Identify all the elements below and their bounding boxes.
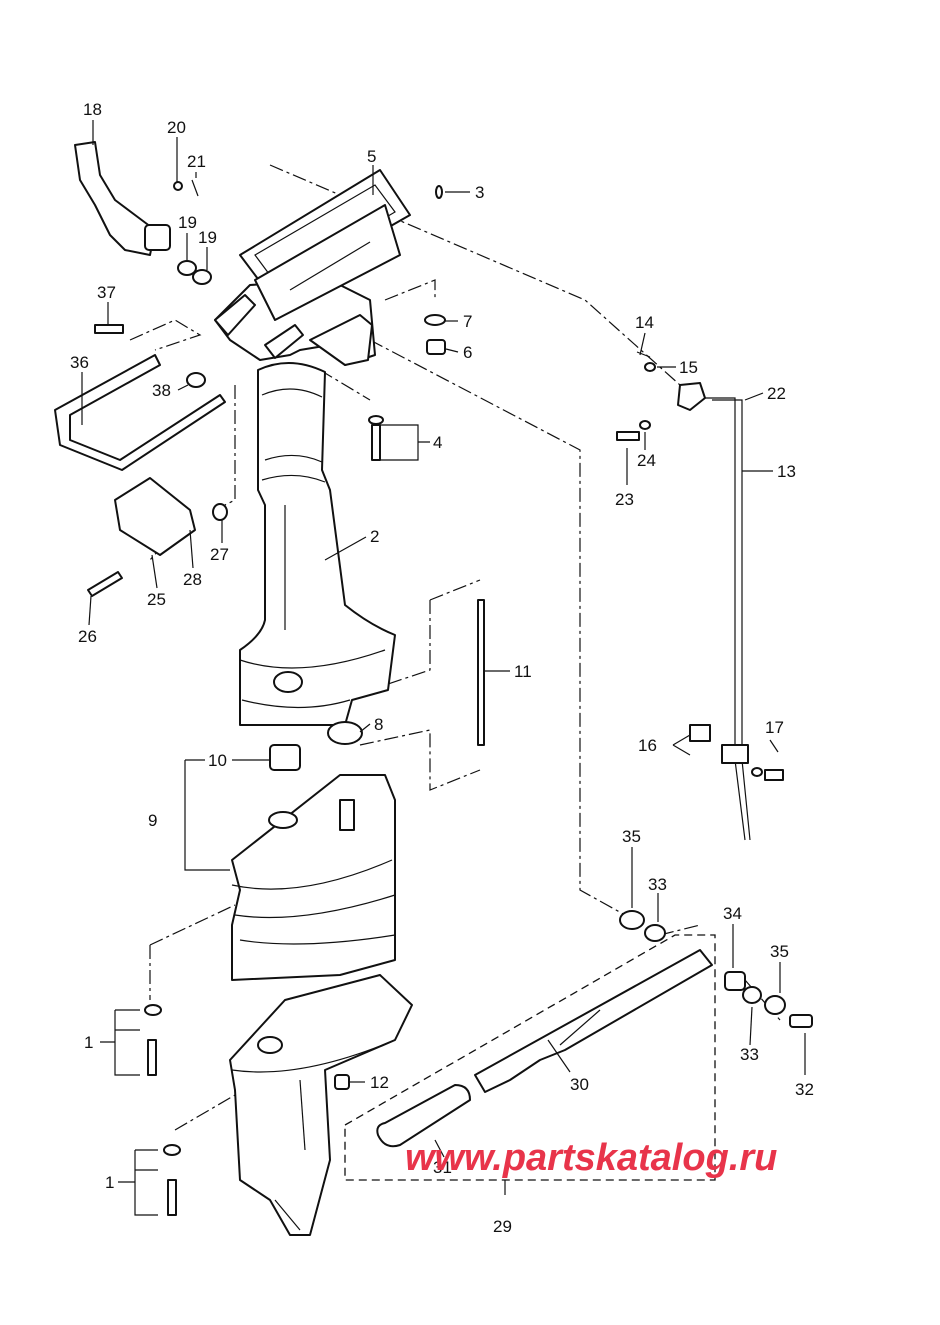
callout-13: 13 <box>777 462 796 481</box>
callout-25: 25 <box>147 590 166 609</box>
tiller-handle <box>376 910 813 1148</box>
callout-9: 9 <box>148 811 157 830</box>
callout-22: 22 <box>767 384 786 403</box>
callout-3: 3 <box>475 183 484 202</box>
thrust-plate <box>114 477 196 556</box>
callout-38: 38 <box>152 381 171 400</box>
callout-6: 6 <box>463 343 472 362</box>
swivel-bracket <box>214 279 376 366</box>
callout-19a: 19 <box>178 213 197 232</box>
callout-26: 26 <box>78 627 97 646</box>
exhaust-housing <box>239 361 396 726</box>
callout-brackets <box>100 424 779 1216</box>
stopper-bracket <box>54 354 226 471</box>
callout-34: 34 <box>723 904 742 923</box>
callout-7: 7 <box>463 312 472 331</box>
callout-20: 20 <box>167 118 186 137</box>
callout-31: 31 <box>433 1158 452 1177</box>
callout-8: 8 <box>374 715 383 734</box>
lower-unit <box>229 974 413 1236</box>
drive-shaft-housing <box>231 774 396 981</box>
tilt-lever <box>74 141 171 256</box>
callout-36: 36 <box>70 353 89 372</box>
callout-15: 15 <box>679 358 698 377</box>
callout-18: 18 <box>83 100 102 119</box>
small-parts <box>87 179 485 1216</box>
callout-19b: 19 <box>198 228 217 247</box>
callout-30: 30 <box>570 1075 589 1094</box>
callout-27: 27 <box>210 545 229 564</box>
callout-28: 28 <box>183 570 202 589</box>
callout-35a: 35 <box>622 827 641 846</box>
callout-2: 2 <box>370 527 379 546</box>
watermark-text: www.partskatalog.ru <box>405 1137 777 1179</box>
callout-35b: 35 <box>770 942 789 961</box>
callout-4: 4 <box>433 433 442 452</box>
callout-21: 21 <box>187 152 206 171</box>
callout-14: 14 <box>635 313 654 332</box>
callout-33a: 33 <box>648 875 667 894</box>
throttle-rod <box>616 351 784 841</box>
callout-1b: 1 <box>105 1173 114 1192</box>
callout-12: 12 <box>370 1073 389 1092</box>
tiller-assembly-box <box>344 934 716 1181</box>
callout-1a: 1 <box>84 1033 93 1052</box>
callout-17: 17 <box>765 718 784 737</box>
callout-29: 29 <box>493 1217 512 1236</box>
callout-24: 24 <box>637 451 656 470</box>
callout-37: 37 <box>97 283 116 302</box>
gasket-plate <box>239 169 411 321</box>
callout-16: 16 <box>638 736 657 755</box>
callout-32: 32 <box>795 1080 814 1099</box>
callout-23: 23 <box>615 490 634 509</box>
callout-11: 11 <box>514 662 532 681</box>
callout-10: 10 <box>208 751 227 770</box>
callout-5: 5 <box>367 147 376 166</box>
callout-labels: 18 20 21 19 19 5 3 37 7 6 36 38 4 2 27 2… <box>70 100 814 1236</box>
callout-leaders <box>81 120 806 1158</box>
callout-33b: 33 <box>740 1045 759 1064</box>
